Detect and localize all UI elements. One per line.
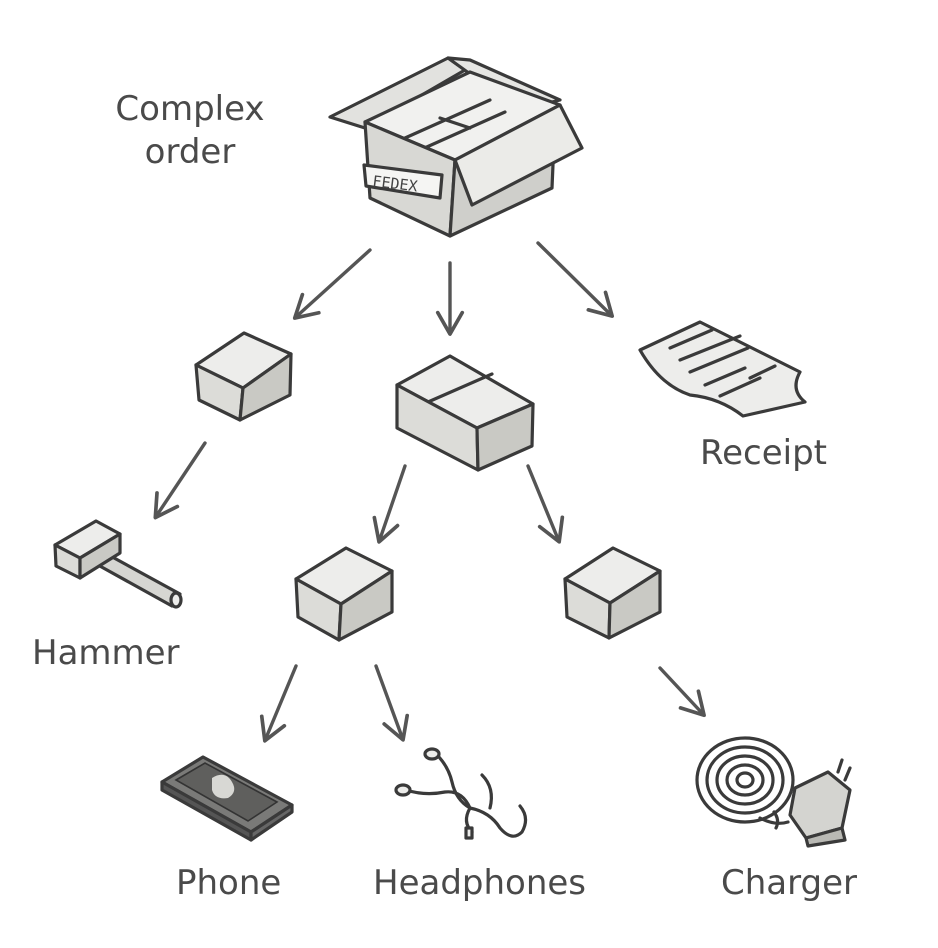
root-label-line-2: order — [144, 131, 236, 172]
charger-box-icon — [563, 546, 662, 640]
hammer-icon — [53, 519, 183, 609]
phone-box-icon — [294, 546, 394, 642]
headphones-icon — [394, 747, 528, 840]
arrow-root-to-receipt — [536, 241, 615, 318]
arrow-box-to-hammer — [153, 441, 207, 520]
hammer-box-icon — [194, 331, 293, 422]
receipt-icon — [638, 320, 807, 418]
arrow-box-to-phone — [259, 664, 298, 743]
root-label: Complex order — [100, 88, 280, 173]
phone-icon — [160, 755, 294, 842]
receipt-label: Receipt — [700, 433, 827, 473]
phone-label: Phone — [176, 863, 282, 903]
root-label-line-1: Complex — [115, 89, 265, 129]
charger-label: Charger — [721, 863, 857, 903]
root-box-icon: FEDEX — [328, 56, 584, 238]
arrow-middle-to-box-right — [526, 464, 565, 544]
arrow-middle-to-box-left — [372, 464, 407, 544]
box-stamp-text: FEDEX — [372, 172, 419, 195]
arrow-box-to-charger — [658, 666, 706, 718]
hammer-label: Hammer — [32, 633, 180, 673]
headphones-label: Headphones — [373, 863, 587, 903]
charger-icon — [695, 736, 852, 848]
arrow-box-to-headphones — [374, 664, 410, 742]
arrow-root-to-box-left — [292, 248, 372, 320]
middle-box-icon — [395, 354, 535, 472]
